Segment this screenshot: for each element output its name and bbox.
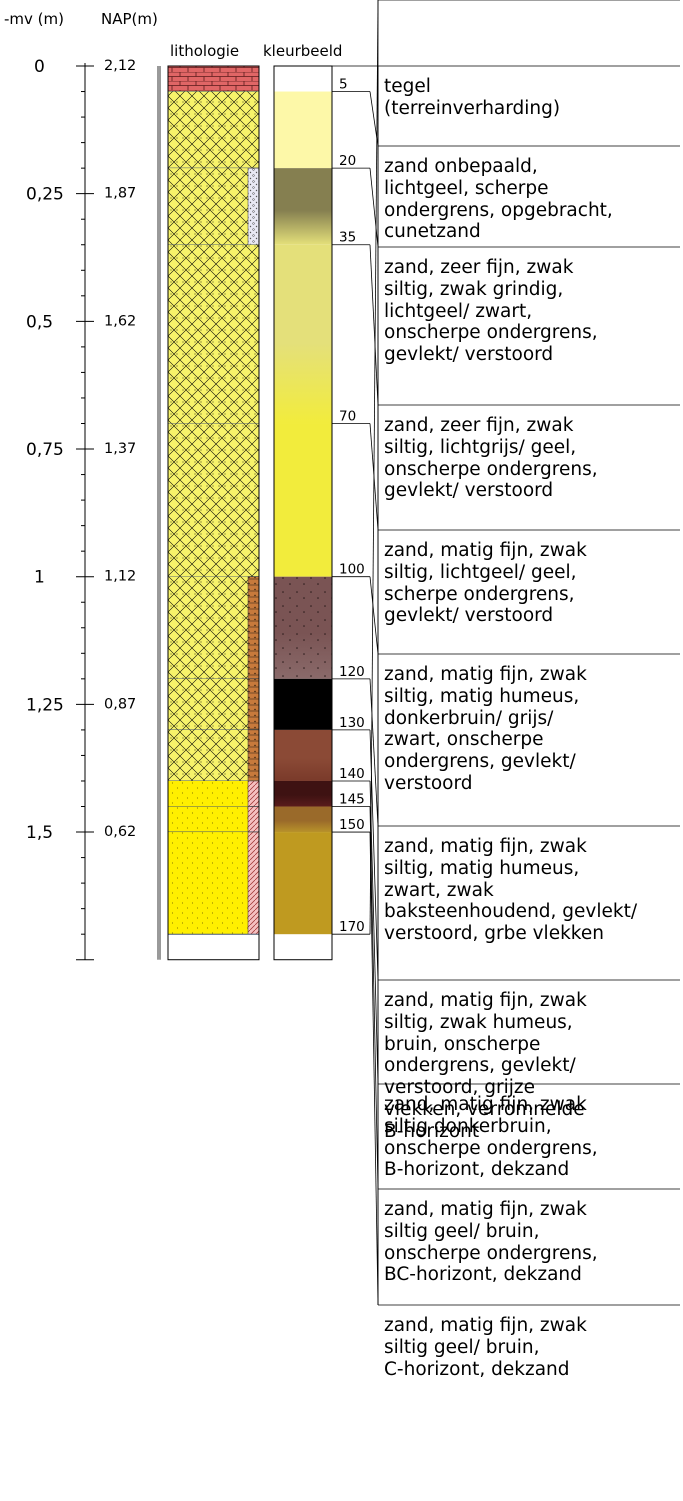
mv-tick-label: 0,75 [26, 440, 64, 460]
lithology-admixture-strip [247, 831, 260, 935]
nap-tick-label: 1,12 [104, 569, 136, 585]
layer-description: zand, matig fijn, zwak siltig, matig hum… [384, 664, 587, 794]
color-layer [274, 66, 332, 92]
profile-side-bar [157, 66, 161, 960]
description-connector [369, 678, 379, 827]
lithology-admixture-strip [247, 780, 260, 807]
description-connector [369, 0, 379, 935]
mv-tick-label: 0,5 [26, 312, 53, 332]
color-layer [274, 168, 332, 245]
nap-tick-label: 1,87 [104, 186, 136, 202]
mv-tick-label: 1,5 [26, 823, 53, 843]
nap-tick-label: 2,12 [104, 58, 136, 74]
color-layer [274, 244, 332, 424]
layer-depth-label: 170 [339, 919, 365, 935]
layer-description: zand, matig fijn, zwak siltig geel/ brui… [384, 1199, 598, 1286]
layer-description: tegel (terreinverharding) [384, 76, 561, 119]
color-speckle [274, 576, 332, 679]
color-layer [274, 91, 332, 169]
lithology-layer [168, 66, 259, 92]
layer-depth-label: 140 [339, 766, 365, 782]
layer-description: zand, matig fijn, zwak siltig, zwak hume… [384, 990, 587, 1142]
layer-depth-label: 5 [339, 77, 348, 93]
layer-depth-label: 145 [339, 792, 365, 808]
layer-depth-label: 120 [339, 664, 365, 680]
lithology-layer [168, 832, 259, 935]
lithology-layer [168, 168, 259, 245]
lithology-layer [168, 244, 259, 424]
description-connector [369, 806, 379, 1190]
lithology-layer [168, 423, 259, 577]
description-connector [369, 576, 379, 655]
color-layer [274, 729, 332, 781]
layer-description: zand, zeer fijn, zwak siltig, lichtgrijs… [384, 415, 598, 502]
lithology-admixture-strip [247, 729, 260, 782]
lithology-column-frame [167, 65, 260, 961]
lithology-layer [168, 780, 259, 807]
layer-depth-label: 150 [339, 817, 365, 833]
mv-axis-title: -mv (m) [4, 10, 64, 28]
color-layer [274, 678, 332, 730]
color-layer [274, 832, 332, 935]
layer-depth-label: 70 [339, 408, 356, 424]
nap-tick-label: 1,62 [104, 313, 136, 329]
color-column-title: kleurbeeld [263, 42, 343, 60]
lithology-admixture-strip [247, 806, 260, 833]
lithology-layer [168, 806, 259, 833]
mv-tick-label: 1,25 [26, 695, 64, 715]
nap-tick-label: 0,62 [104, 824, 136, 840]
layer-depth-label: 130 [339, 715, 365, 731]
mv-tick-label: 0,25 [26, 185, 64, 205]
lithology-column-title: lithologie [170, 42, 240, 60]
description-connector [369, 780, 379, 1085]
layer-depth-label: 20 [339, 153, 356, 169]
mv-tick-label: 1 [34, 568, 45, 588]
layer-description: zand, matig fijn, zwak siltig, matig hum… [384, 836, 638, 945]
description-connector [369, 168, 379, 248]
lithology-admixture-strip [247, 576, 260, 680]
lithology-admixture-strip [247, 678, 260, 731]
lithology-admixture-strip [247, 167, 260, 245]
lithology-layer [168, 576, 259, 679]
nap-tick-label: 0,87 [104, 696, 136, 712]
description-connector [369, 832, 379, 1306]
description-connector [369, 244, 379, 406]
lithology-layer [168, 729, 259, 781]
lithology-layer [168, 678, 259, 730]
mv-tick-label: 0 [34, 57, 45, 77]
color-layer [274, 423, 332, 577]
layer-description: zand, matig fijn, zwak siltig donkerbrui… [384, 1094, 598, 1181]
nap-axis-title: NAP(m) [101, 10, 158, 28]
layer-description: zand, zeer fijn, zwak siltig, zwak grind… [384, 257, 598, 366]
layer-description: zand, matig fijn, zwak siltig, lichtgeel… [384, 540, 587, 627]
layer-description: zand, matig fijn, zwak siltig geel/ brui… [384, 1315, 587, 1380]
lithology-layer [168, 91, 259, 169]
layer-description: zand onbepaald, lichtgeel, scherpe onder… [384, 156, 613, 243]
color-column-frame [273, 65, 333, 961]
color-layer [274, 780, 332, 807]
layer-depth-label: 100 [339, 562, 365, 578]
layer-depth-label: 35 [339, 230, 356, 246]
nap-tick-label: 1,37 [104, 441, 136, 457]
color-layer [274, 806, 332, 833]
